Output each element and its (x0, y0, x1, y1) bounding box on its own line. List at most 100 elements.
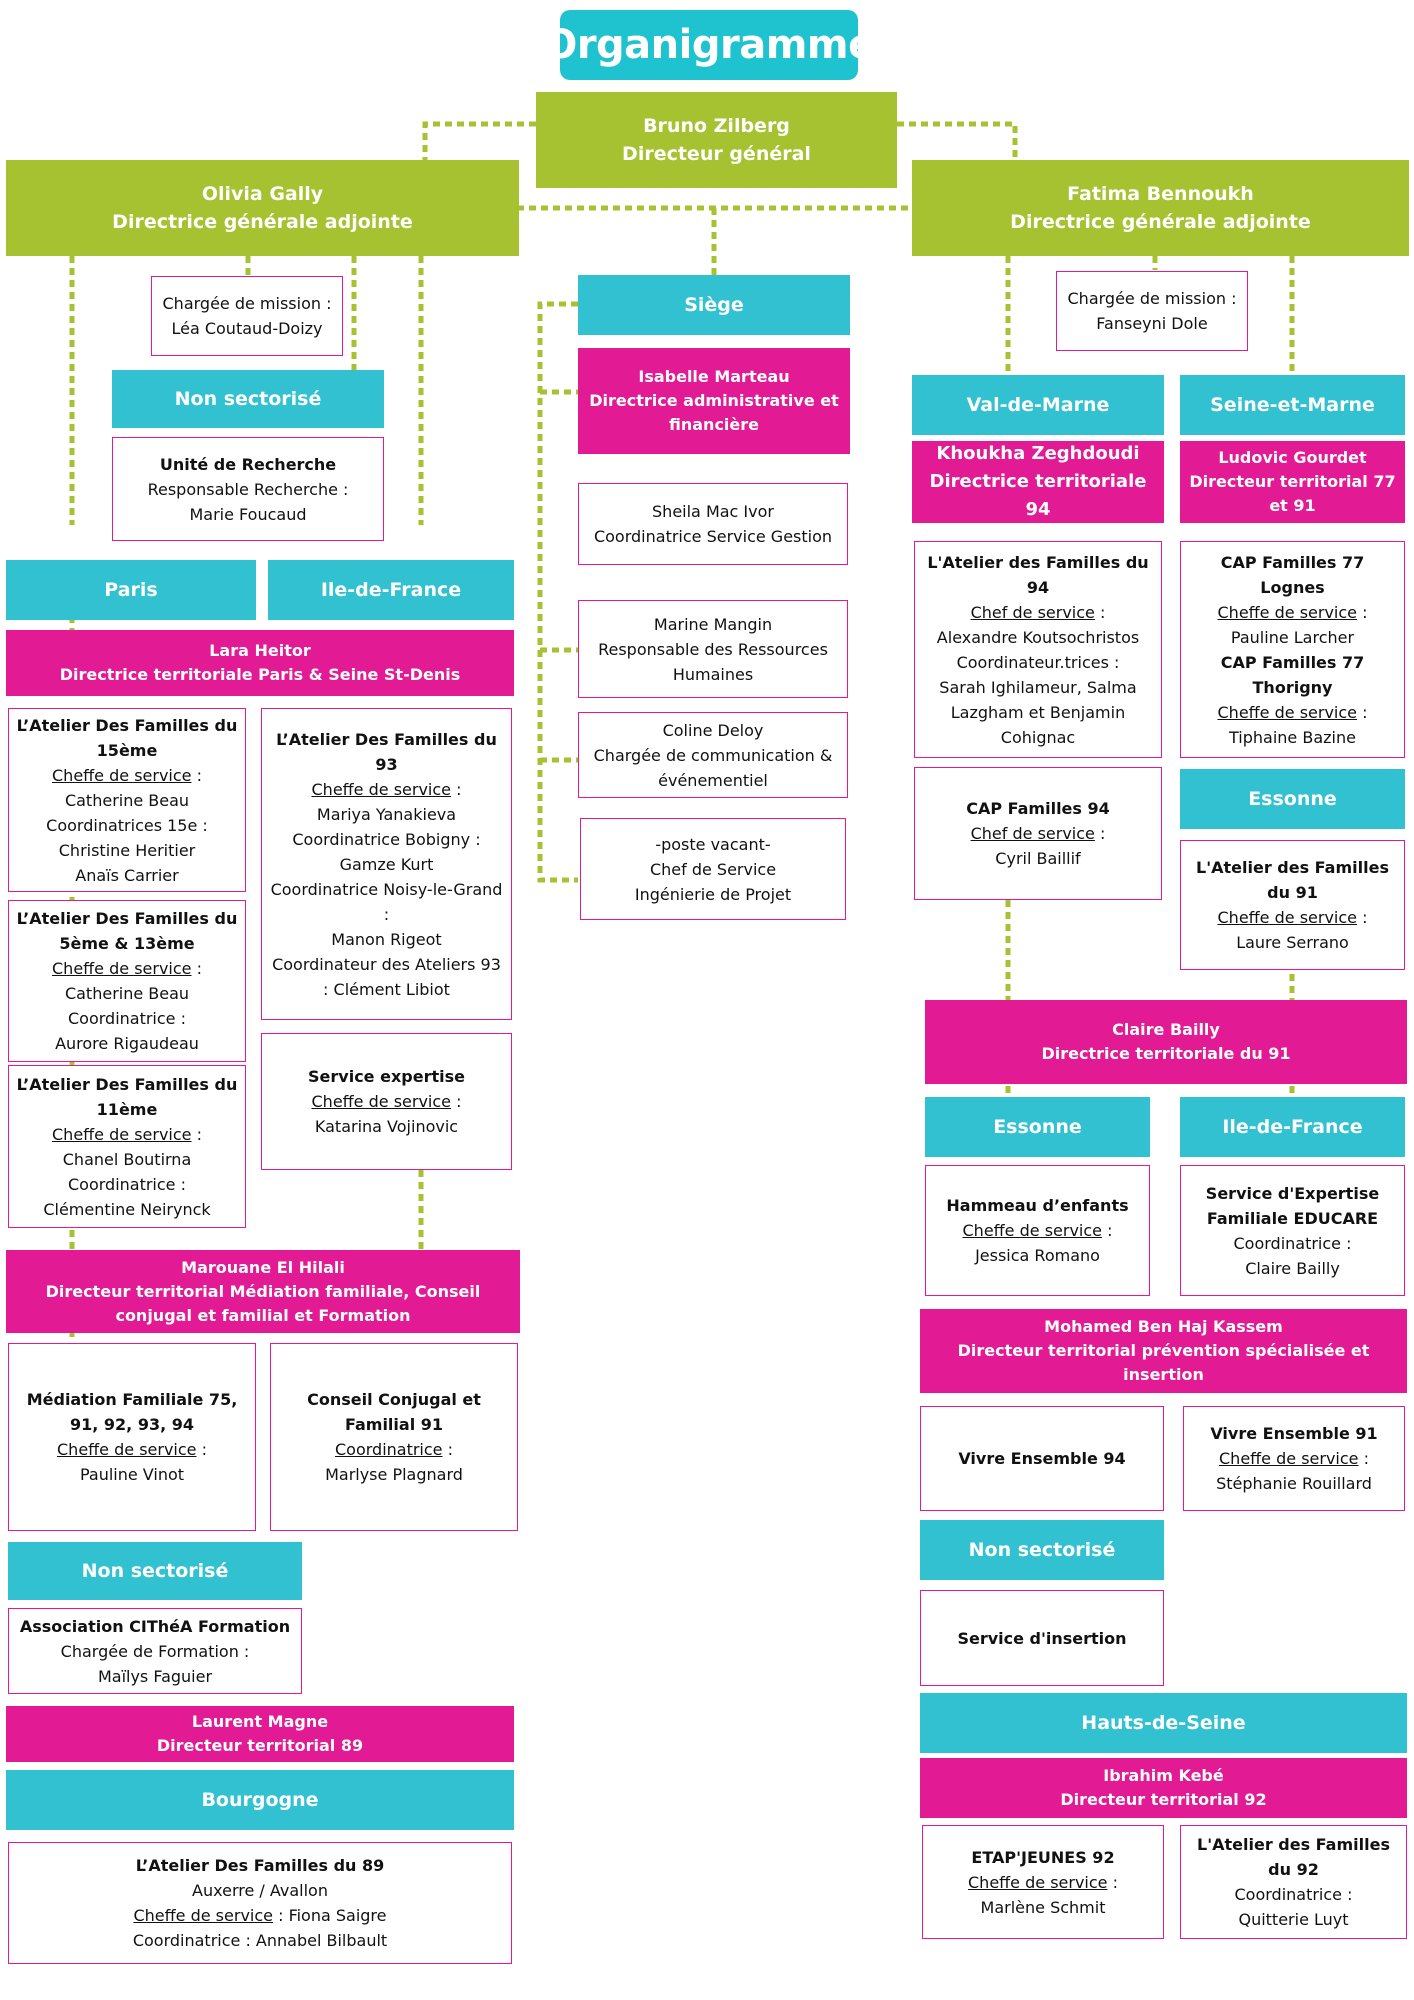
left-dga-role: Directrice générale adjointe (112, 211, 413, 233)
etap-cs-suffix: : (1107, 1872, 1118, 1892)
vivre94-title: Vivre Ensemble 94 (958, 1449, 1126, 1468)
recherche-title: Unité de Recherche (159, 454, 337, 474)
atelier5-coord1: Aurore Rigaudeau (55, 1034, 199, 1053)
atelier92-title: L'Atelier des Familles du 92 (1197, 1835, 1390, 1879)
cithea-role: Chargée de Formation : (60, 1641, 250, 1661)
conseil-box: Conseil Conjugal et Familial 91 Coordina… (270, 1343, 518, 1531)
atelier91-box: L'Atelier des Familles du 91 Cheffe de s… (1180, 840, 1405, 970)
atelier92-coord-label: Coordinatrice : (1234, 1885, 1353, 1904)
marine-name: Marine Mangin (653, 614, 773, 634)
laurent-box: Laurent Magne Directeur territorial 89 (6, 1706, 514, 1762)
vacant-role1: Chef de Service (649, 859, 777, 879)
expertise-cs-suffix: : (451, 1092, 462, 1111)
recherche-role: Responsable Recherche : (147, 479, 349, 499)
vacant-name: -poste vacant- (655, 834, 771, 854)
cap77-cs2-suffix: : (1357, 702, 1368, 722)
atelier93-line2: Gamze Kurt (339, 854, 434, 874)
atelier15-cs-suffix: : (191, 765, 202, 785)
mohamed-name: Mohamed Ben Haj Kassem (1044, 1317, 1283, 1336)
atelier91-cs-name: Laure Serrano (1236, 933, 1349, 952)
atelier11-cs-name: Chanel Boutirna (62, 1149, 192, 1169)
right-mission-box: Chargée de mission : Fanseyni Dole (1056, 271, 1248, 351)
etap-box: ETAP'JEUNES 92 Cheffe de service : Marlè… (922, 1825, 1164, 1939)
atelier93-line4: Manon Rigeot (331, 929, 442, 949)
isabelle-role: Directrice administrative et financière (589, 391, 839, 434)
conseil-cs-suffix: : (442, 1440, 453, 1459)
atelier5-coord-label: Coordinatrice : (67, 1009, 186, 1028)
expertise-box: Service expertise Cheffe de service : Ka… (261, 1033, 512, 1170)
atelier15-coord1: Christine Heritier (58, 840, 196, 860)
atelier91-title: L'Atelier des Familles du 91 (1196, 858, 1389, 902)
khoukha-role: Directrice territoriale 94 (929, 471, 1147, 520)
cap94-cs-suffix: : (1094, 824, 1106, 843)
atelier91-cs-suffix: : (1357, 908, 1368, 927)
laurent-role: Directeur territorial 89 (156, 1736, 364, 1755)
sheila-name: Sheila Mac Ivor (652, 502, 774, 521)
laurent-name: Laurent Magne (191, 1712, 329, 1731)
atelier15-cs-label: Cheffe de service (52, 765, 192, 785)
atelier92-box: L'Atelier des Familles du 92 Coordinatri… (1180, 1825, 1407, 1939)
cap77-cs1-label: Cheffe de service (1217, 602, 1358, 622)
atelier91-cs-label: Cheffe de service (1217, 908, 1358, 927)
connector-dg-right (897, 121, 1018, 162)
atelier5-box: L’Atelier Des Familles du 5ème & 13ème C… (8, 900, 246, 1062)
vivre91-cs-suffix: : (1358, 1449, 1369, 1468)
left-non-sectorise: Non sectorisé (112, 370, 384, 428)
cithea-name: Maïlys Faguier (97, 1666, 213, 1686)
etap-title: ETAP'JEUNES 92 (971, 1847, 1115, 1867)
idf-label: Ile-de-France (268, 560, 514, 620)
recherche-box: Unité de Recherche Responsable Recherche… (112, 437, 384, 541)
ibrahim-name: Ibrahim Kebé (1103, 1766, 1224, 1785)
cap77-title1: CAP Familles 77 Lognes (1220, 552, 1365, 597)
right-mission-name: Fanseyni Dole (1096, 314, 1208, 333)
mediation-cs-label: Cheffe de service (57, 1440, 197, 1459)
atelier93-cs-label: Cheffe de service (311, 779, 452, 799)
atelier94-cs-suffix: : (1094, 602, 1106, 622)
atelier11-title: L’Atelier Des Familles du 11ème (16, 1074, 238, 1119)
hameau-cs-name: Jessica Romano (975, 1246, 1100, 1265)
claire-role: Directrice territoriale du 91 (1041, 1044, 1291, 1063)
atelier93-box: L’Atelier Des Familles du 93 Cheffe de s… (261, 708, 512, 1020)
atelier15-box: L’Atelier Des Familles du 15ème Cheffe d… (8, 708, 246, 892)
cap94-box: CAP Familles 94 Chef de service : Cyril … (914, 767, 1162, 900)
cap77-title2: CAP Familles 77 Thorigny (1220, 652, 1365, 697)
vivre94-box: Vivre Ensemble 94 (920, 1406, 1164, 1511)
expertise-cs-name: Katarina Vojinovic (314, 1117, 459, 1136)
atelier11-cs-label: Cheffe de service (52, 1124, 192, 1144)
cithea-title: Association CIThéA Formation (19, 1616, 291, 1636)
atelier93-cs-suffix: : (451, 779, 462, 799)
mediation-cs-suffix: : (196, 1440, 207, 1459)
expertise-cs-label: Cheffe de service (311, 1092, 452, 1111)
atelier94-coord-label: Coordinateur.trices : (956, 652, 1120, 672)
claire-name: Claire Bailly (1112, 1020, 1220, 1039)
atelier93-title: L’Atelier Des Familles du 93 (276, 729, 497, 774)
educare-name: Claire Bailly (1245, 1258, 1340, 1278)
mediation-title: Médiation Familiale 75, 91, 92, 93, 94 (26, 1390, 238, 1434)
vacant-role2: Ingénierie de Projet (634, 884, 792, 904)
dg-box: Bruno Zilberg Directeur général (536, 92, 897, 188)
atelier5-title: L’Atelier Des Familles du 5ème & 13ème (16, 909, 238, 953)
atelier5-cs-name: Catherine Beau (64, 984, 190, 1003)
vacant-box: -poste vacant- Chef de Service Ingénieri… (580, 818, 846, 920)
right-mission-label: Chargée de mission : (1067, 289, 1237, 308)
lara-box: Lara Heitor Directrice territoriale Pari… (6, 630, 514, 696)
right-dga-role: Directrice générale adjointe (1010, 211, 1311, 233)
atelier93-line3: Coordinatrice Noisy-le-Grand : (270, 879, 503, 924)
vdm-label: Val-de-Marne (912, 375, 1164, 435)
sheila-box: Sheila Mac Ivor Coordinatrice Service Ge… (578, 483, 848, 565)
atelier94-cs-name: Alexandre Koutsochristos (936, 627, 1140, 647)
right-idf-label: Ile-de-France (1180, 1097, 1405, 1157)
etap-cs-name: Marlène Schmit (980, 1897, 1106, 1917)
vivre91-title: Vivre Ensemble 91 (1210, 1424, 1378, 1443)
marouane-role: Directeur territorial Médiation familial… (45, 1281, 481, 1325)
cap77-cs2-label: Cheffe de service (1217, 702, 1358, 722)
hauts-de-seine-label: Hauts-de-Seine (920, 1693, 1407, 1753)
atelier15-coord2: Anaïs Carrier (75, 865, 179, 885)
left-dga-box: Olivia Gally Directrice générale adjoint… (6, 160, 519, 256)
educare-coord-label: Coordinatrice : (1233, 1233, 1352, 1253)
hameau-title: Hammeau d’enfants (946, 1196, 1129, 1215)
mediation-cs-name: Pauline Vinot (79, 1465, 185, 1484)
atelier89-coord: Coordinatrice : Annabel Bilbault (132, 1931, 388, 1950)
marine-role: Responsable des Ressources Humaines (598, 639, 828, 684)
mohamed-box: Mohamed Ben Haj Kassem Directeur territo… (920, 1309, 1407, 1393)
